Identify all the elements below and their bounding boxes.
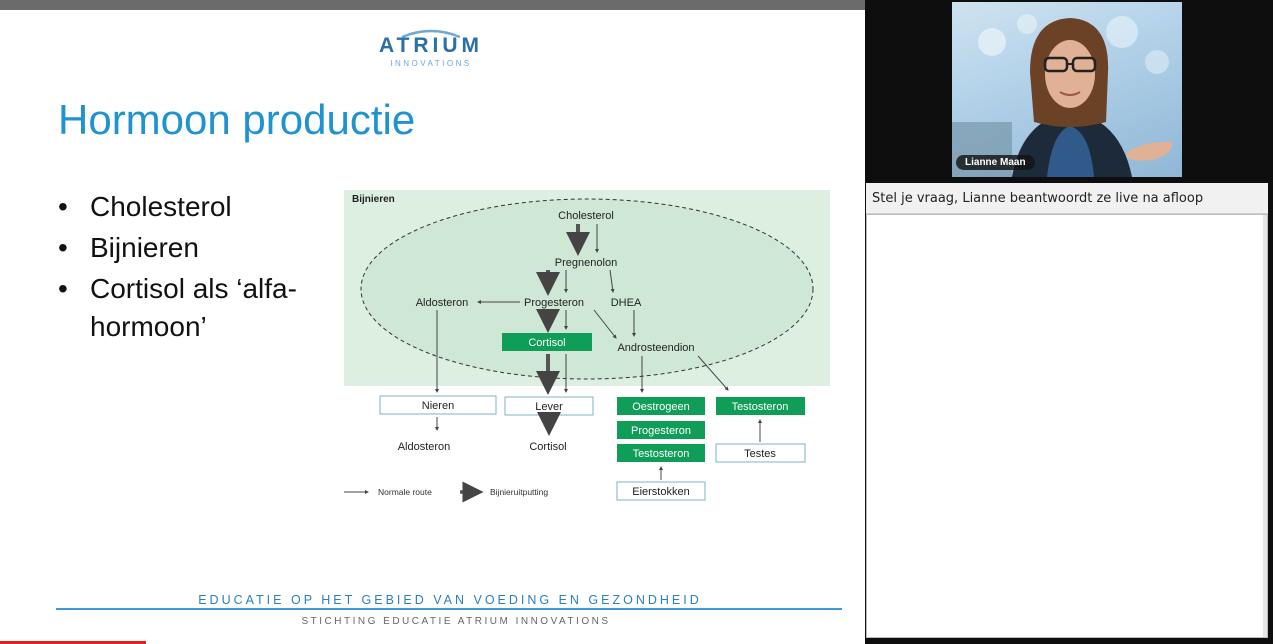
- node-progesteron: Progesteron: [524, 297, 584, 309]
- bullet-list: • Cholesterol • Bijnieren • Cortisol als ‘a…: [58, 188, 338, 349]
- bullet-item: • Cholesterol: [58, 188, 338, 226]
- nieren-box: [379, 395, 497, 415]
- node-testosteron-right: Testosteron: [732, 401, 789, 413]
- presentation-slide: ATRIUM INNOVATIONS Hormoon productie • Ch…: [0, 10, 865, 644]
- footer-tagline: EDUCATIE OP HET GEBIED VAN VOEDING EN GE…: [198, 593, 702, 607]
- qa-scrollbar[interactable]: [1263, 215, 1267, 637]
- footer-organization: STICHTING EDUCATIE ATRIUM INNOVATIONS: [301, 616, 611, 627]
- node-nieren: Nieren: [422, 400, 454, 412]
- logo-arc-icon: [401, 29, 461, 38]
- presenter-name-tag: Lianne Maan: [956, 155, 1035, 170]
- legend-normal: Normale route: [378, 487, 432, 497]
- node-dhea: DHEA: [611, 297, 642, 309]
- node-eierstokken: Eierstokken: [632, 486, 689, 498]
- node-cortisol-out: Cortisol: [529, 441, 566, 453]
- testosteron-green-box: [617, 444, 705, 462]
- logo-subtitle: INNOVATIONS: [390, 59, 472, 68]
- bullet-item: • Bijnieren: [58, 229, 338, 267]
- qa-title: Stel je vraag, Lianne beantwoordt ze liv…: [872, 191, 1204, 206]
- testosteron-right-box: [716, 397, 805, 415]
- bullet-text-line: Cortisol als ‘alfa-: [90, 273, 297, 304]
- bullet-item: • Cortisol als ‘alfa-hormoon’: [58, 270, 338, 346]
- node-cholesterol: Cholesterol: [558, 210, 614, 222]
- node-pregnenolon: Pregnenolon: [555, 257, 617, 269]
- bullet-dot: •: [58, 191, 68, 222]
- playback-progress-bar[interactable]: [0, 641, 147, 644]
- bullet-dot: •: [58, 273, 68, 304]
- node-lever: Lever: [535, 401, 563, 413]
- adrenal-ellipse: [360, 198, 814, 380]
- oestrogeen-box: [617, 397, 705, 415]
- hormone-pathway-diagram: Bijnieren Cholesterol Pregnenolon Aldost…: [344, 190, 830, 503]
- footer-divider: [56, 608, 842, 610]
- node-aldosteron-out: Aldosteron: [398, 441, 451, 453]
- logo-word: ATRIUM: [378, 34, 484, 57]
- node-androsteendion: Androsteendion: [617, 342, 694, 354]
- slide-top-bar: [0, 0, 865, 10]
- node-oestrogeen: Oestrogeen: [632, 401, 689, 413]
- region-label: Bijnieren: [352, 194, 395, 205]
- presenter-video[interactable]: [952, 2, 1182, 177]
- eierstokken-box: [616, 481, 706, 501]
- qa-message-area[interactable]: [866, 214, 1268, 638]
- node-aldosteron: Aldosteron: [416, 297, 469, 309]
- presenter-figure: [952, 14, 1173, 177]
- bullet-dot: •: [58, 232, 68, 263]
- atrium-logo: ATRIUM INNOVATIONS: [366, 26, 496, 70]
- cortisol-box: [502, 333, 592, 351]
- legend-exhaustion: Bijnieruitputting: [490, 487, 548, 497]
- progesteron-green-box: [617, 421, 705, 439]
- node-cortisol: Cortisol: [528, 337, 565, 349]
- bullet-text: Cholesterol: [90, 191, 232, 222]
- slide-title: Hormoon productie: [58, 96, 416, 143]
- testes-box: [715, 443, 806, 463]
- bullet-text-line: hormoon’: [90, 311, 207, 342]
- node-progesteron-box: Progesteron: [631, 425, 691, 437]
- qa-header: Stel je vraag, Lianne beantwoordt ze liv…: [866, 183, 1268, 214]
- node-testes: Testes: [744, 448, 776, 460]
- node-testosteron-box: Testosteron: [633, 448, 690, 460]
- bullet-text: Bijnieren: [90, 232, 199, 263]
